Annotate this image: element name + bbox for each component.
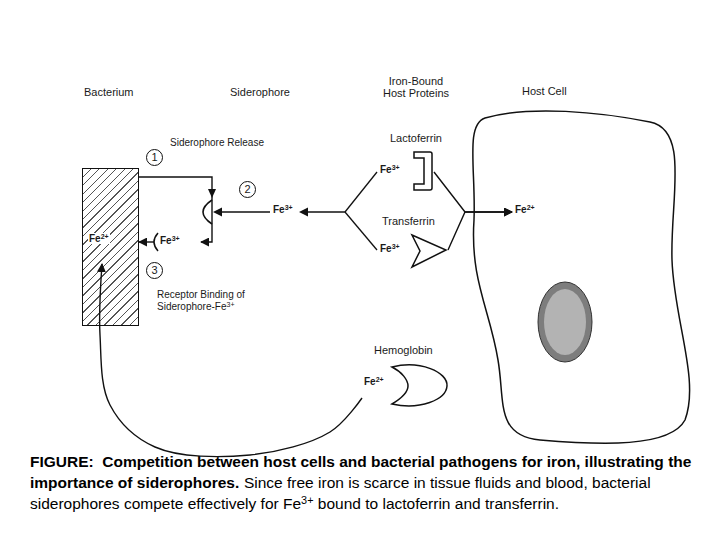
charge-superscript: 3+ xyxy=(172,235,180,242)
text-run: Fe xyxy=(89,233,101,244)
text-run: Lactoferrin xyxy=(390,132,442,144)
charge-superscript: 2+ xyxy=(376,376,384,383)
outline-path xyxy=(154,233,158,251)
arrow-head xyxy=(208,189,216,198)
arrow-head xyxy=(299,208,308,217)
charge-superscript: 3+ xyxy=(392,164,400,171)
text-run: Fe xyxy=(364,376,376,387)
text-run: Fe xyxy=(515,204,527,215)
outline-path xyxy=(473,111,690,443)
lactoferrin-protein: LactoferrinFe3+ xyxy=(378,130,434,192)
text-run: Transferrin xyxy=(382,215,435,227)
node-heading: Hemoglobin xyxy=(374,344,433,356)
charge-superscript: 3+ xyxy=(285,204,293,211)
node-heading: Transferrin xyxy=(382,215,435,227)
text-run: 3 xyxy=(151,264,157,276)
iron-ion: Fe2+ xyxy=(364,376,384,387)
column-header: Siderophore xyxy=(230,86,290,98)
flow-arrow xyxy=(139,241,154,242)
text-run: 1 xyxy=(151,151,157,163)
arrow-head xyxy=(213,208,222,217)
callout-number: 1 xyxy=(146,149,163,166)
merge-line xyxy=(345,172,377,212)
callout-number: 3 xyxy=(146,262,163,279)
merge-line xyxy=(306,211,345,212)
bacterium-cell: Fe2+ xyxy=(82,168,139,326)
column-header: Bacterium xyxy=(84,86,134,98)
charge-superscript: 2+ xyxy=(527,204,535,211)
hemoglobin-protein: HemoglobinFe2+ xyxy=(362,342,450,410)
text-run: Receptor Binding of Siderophore-Fe xyxy=(157,289,245,312)
text-run: bound to lactoferrin and transferrin. xyxy=(313,495,559,512)
charge-superscript: 3+ xyxy=(226,301,234,308)
outline-path xyxy=(412,235,446,267)
step-label: Siderophore Release xyxy=(170,137,264,148)
node-heading: Host Cell xyxy=(522,85,567,97)
nucleus-core xyxy=(544,289,586,355)
iron-ion: Fe3+ xyxy=(380,243,400,254)
flow-arrow xyxy=(139,177,212,242)
charge-superscript: 3+ xyxy=(301,494,313,506)
text-run: Siderophore xyxy=(230,86,290,98)
outline-path xyxy=(392,365,447,406)
siderophore-symbol xyxy=(203,200,212,224)
text-run: Fe xyxy=(273,204,285,215)
charge-superscript: 3+ xyxy=(392,243,400,250)
step-label: Receptor Binding of Siderophore-Fe3+ xyxy=(157,289,257,313)
text-run: Fe xyxy=(380,164,392,175)
flow-arrow xyxy=(448,212,512,250)
outline-path xyxy=(414,152,432,190)
text-run: Hemoglobin xyxy=(374,344,433,356)
iron-ion: Fe2+ xyxy=(515,204,535,215)
iron-ion-label: Fe3+ xyxy=(273,204,293,215)
merge-line xyxy=(345,212,377,250)
transferrin-protein: TransferrinFe3+ xyxy=(378,213,448,271)
node-outline xyxy=(470,82,688,448)
text-run: Host Cell xyxy=(522,85,567,97)
siderophore-iron-complex: Fe3+ xyxy=(150,232,200,252)
text-run: Fe xyxy=(160,235,172,246)
callout-number: 2 xyxy=(239,181,256,198)
charge-superscript: 2+ xyxy=(101,233,109,240)
iron-ion: Fe3+ xyxy=(160,235,180,246)
nucleus-ring xyxy=(538,282,592,362)
text-run: Fe xyxy=(380,243,392,254)
text-run: 2 xyxy=(244,183,250,195)
iron-ion: Fe3+ xyxy=(380,164,400,175)
text-run: Bacterium xyxy=(84,86,134,98)
figure-caption: FIGURE: Competition between host cells a… xyxy=(30,451,710,514)
host-cell: Host CellFe2+ xyxy=(470,82,688,448)
iron-uptake-line xyxy=(220,211,270,212)
flow-arrow xyxy=(434,172,512,212)
node-heading: Lactoferrin xyxy=(390,132,442,144)
iron-ion: Fe2+ xyxy=(88,233,110,244)
text-run: Siderophore Release xyxy=(170,137,264,148)
flow-arrow xyxy=(100,264,362,457)
text-run: Iron-Bound Host Proteins xyxy=(383,75,449,99)
column-header: Iron-Bound Host Proteins xyxy=(380,75,452,99)
